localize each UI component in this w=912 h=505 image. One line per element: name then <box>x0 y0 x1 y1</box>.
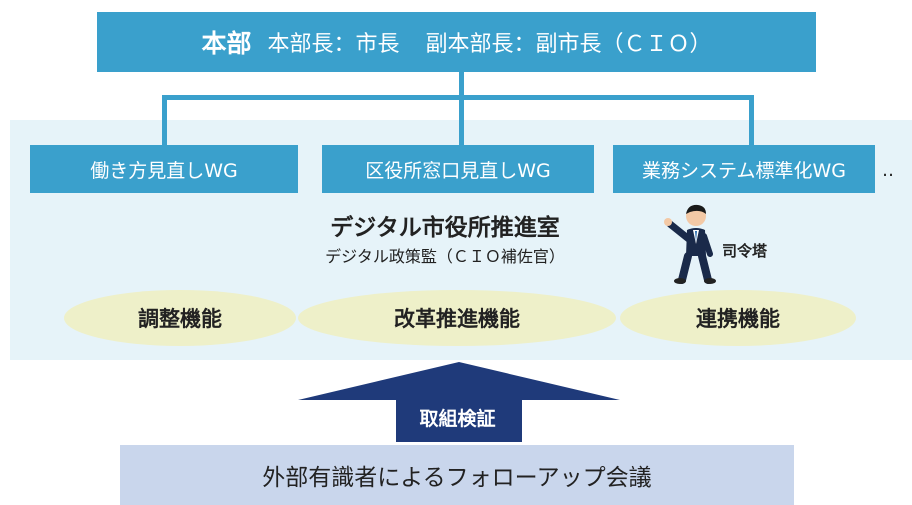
more-wg-ellipsis: ‥ <box>882 160 897 181</box>
function-label: 連携機能 <box>696 307 780 331</box>
headquarters-deputy: 副本部長：副市長（ＣＩＯ） <box>425 32 712 57</box>
function-collaboration: 連携機能 <box>620 290 856 346</box>
verification-label: 取組検証 <box>419 408 496 430</box>
wg-box-system-standardization: 業務システム標準化WG <box>613 145 875 193</box>
wg-connector-1 <box>162 95 167 147</box>
headquarters-box: 本部 本部長：市長 副本部長：副市長（ＣＩＯ） <box>97 12 816 72</box>
wg-connector-3 <box>749 95 754 147</box>
wg-label: 働き方見直しWG <box>90 159 238 182</box>
command-tower-label: 司令塔 <box>722 242 768 260</box>
external-meeting-label: 外部有識者によるフォローアップ会議 <box>262 465 652 491</box>
headquarters-head: 本部長：市長 <box>267 32 400 57</box>
function-label: 改革推進機能 <box>394 307 520 331</box>
headquarters-name: 本部 <box>201 29 252 58</box>
wg-label: 業務システム標準化WG <box>642 159 846 182</box>
wg-connector-2 <box>459 95 464 147</box>
function-label: 調整機能 <box>138 307 222 331</box>
external-meeting-box: 外部有識者によるフォローアップ会議 <box>120 445 794 505</box>
wg-branch-line <box>162 95 752 100</box>
up-arrow-icon <box>298 362 620 442</box>
wg-label: 区役所窓口見直しWG <box>365 159 551 182</box>
office-subtitle: デジタル政策監（ＣＩＯ補佐官） <box>325 247 565 266</box>
wg-box-work-style: 働き方見直しWG <box>30 145 298 193</box>
function-coordination: 調整機能 <box>64 290 296 346</box>
office-title: デジタル市役所推進室 <box>330 215 560 241</box>
function-reform-promotion: 改革推進機能 <box>298 290 616 346</box>
hq-connector-line <box>459 72 464 97</box>
wg-box-ward-office: 区役所窓口見直しWG <box>322 145 594 193</box>
businessman-pointing-icon <box>664 204 716 284</box>
